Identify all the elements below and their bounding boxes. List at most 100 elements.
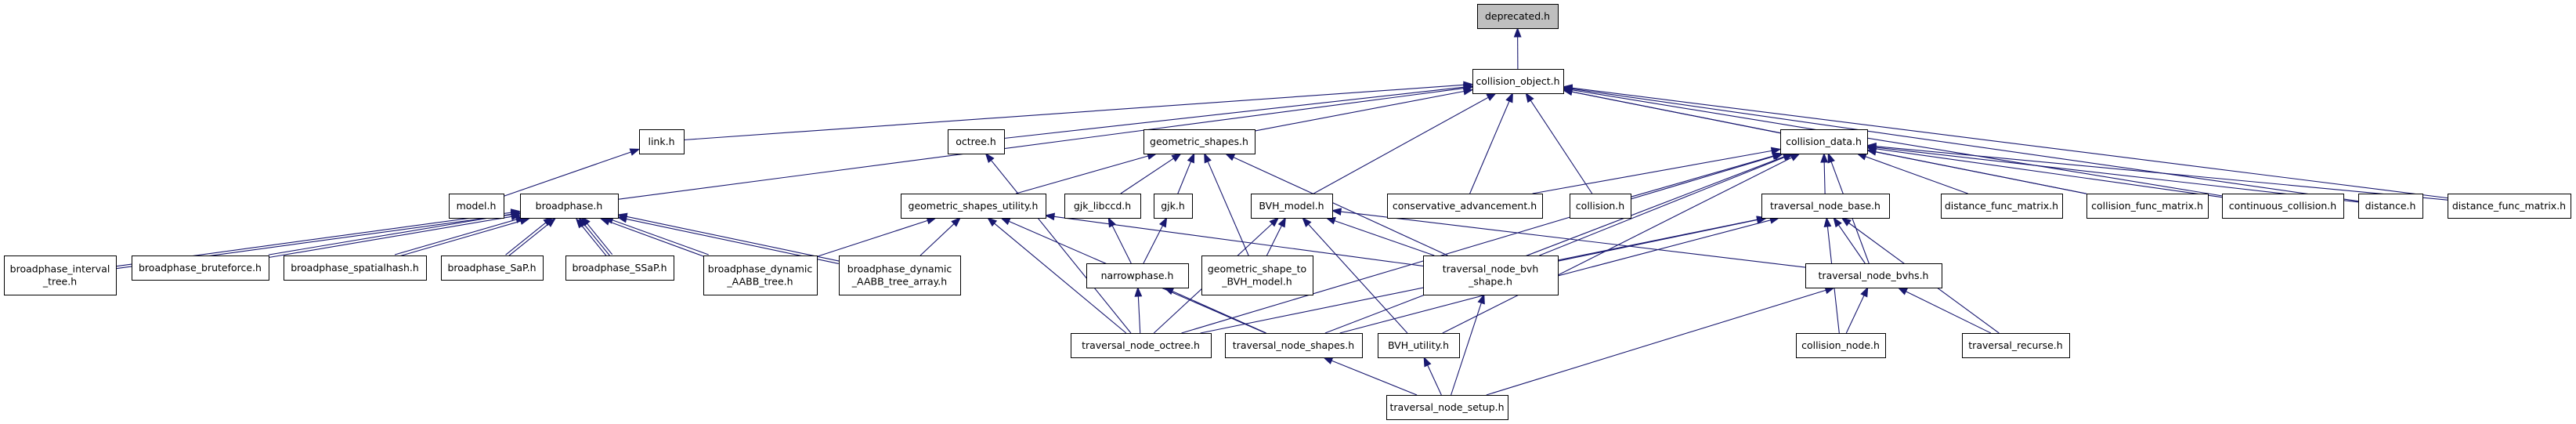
node-link[interactable]: link.h <box>639 129 685 154</box>
arrowhead-traversal_node_bvh_shape <box>1477 293 1485 305</box>
node-geometric-shape-to-bvh-model[interactable]: geometric_shape_to_BVH_model.h <box>1201 255 1313 295</box>
arrowhead-bvh_utility <box>1423 356 1432 368</box>
node-box <box>441 255 544 281</box>
node-box <box>1071 333 1212 358</box>
arrowhead-geometric_shapes <box>1187 152 1195 164</box>
node-traversal-node-bvhs[interactable]: traversal_node_bvhs.h <box>1805 263 1942 288</box>
node-traversal-node-base[interactable]: traversal_node_base.h <box>1761 194 1890 219</box>
edge-traversal_node_bvh_shape-to-collision_data <box>1539 156 1786 256</box>
node-traversal-recurse[interactable]: traversal_recurse.h <box>1962 333 2070 358</box>
node-collision-object[interactable]: collision_object.h <box>1472 69 1564 94</box>
node-label: distance_func_matrix.h <box>2452 200 2566 212</box>
node-distance-func-matrix2[interactable]: distance_func_matrix.h <box>2448 194 2571 219</box>
node-label: collision_object.h <box>1476 75 1559 87</box>
node-label: collision_data.h <box>1786 136 1862 147</box>
node-label: geometric_shapes_utility.h <box>909 200 1039 212</box>
node-label: traversal_node_shapes.h <box>1233 339 1354 351</box>
node-conservative-advancement[interactable]: conservative_advancement.h <box>1387 194 1543 219</box>
edge-distance-to-collision_object <box>1571 88 2359 202</box>
node-collision-data[interactable]: collision_data.h <box>1780 129 1868 154</box>
node-label: broadphase_SSaP.h <box>572 262 667 274</box>
node-box <box>1570 194 1631 219</box>
node-broadphase-spatialhash[interactable]: broadphase_spatialhash.h <box>284 255 427 281</box>
node-broadphase-ssap[interactable]: broadphase_SSaP.h <box>565 255 674 281</box>
edge-broadphase-to-collision_object <box>617 87 1465 200</box>
node-box <box>449 194 504 219</box>
node-box <box>1086 263 1189 288</box>
edge-broadphase_ssap-to-broadphase <box>587 223 613 255</box>
node-label: broadphase_SaP.h <box>447 262 536 274</box>
node-box <box>1378 333 1460 358</box>
node-traversal-node-octree[interactable]: traversal_node_octree.h <box>1071 333 1212 358</box>
edge-traversal_node_bvh_shape-to-bvh_model <box>1334 220 1435 256</box>
node-box <box>565 255 674 281</box>
node-box <box>1423 255 1559 295</box>
edge-geometric_shape_to_bvh_model-to-bvh_model <box>1266 225 1282 256</box>
node-bvh-utility[interactable]: BVH_utility.h <box>1378 333 1460 358</box>
node-bvh-model[interactable]: BVH_model.h <box>1251 194 1333 219</box>
edge-continuous_collision-to-collision_data <box>1875 148 2223 198</box>
node-broadphase-dynamic-aabb-tree[interactable]: broadphase_dynamic_AABB_tree.h <box>703 255 818 295</box>
node-deprecated[interactable]: deprecated.h <box>1477 4 1559 29</box>
edge-conservative_advancement-to-collision_object <box>1469 100 1510 194</box>
edge-broadphase_ssap-to-broadphase <box>581 225 608 257</box>
node-label: octree.h <box>956 136 996 147</box>
edge-broadphase_dynamic_aabb_tree-to-broadphase <box>612 219 709 255</box>
node-collision-func-matrix[interactable]: collision_func_matrix.h <box>2086 194 2209 219</box>
node-box <box>948 129 1005 154</box>
node-broadphase-dynamic-aabb-tree-array[interactable]: broadphase_dynamic_AABB_tree_array.h <box>839 255 961 295</box>
arrowhead-bvh_model <box>1277 216 1286 228</box>
node-collision[interactable]: collision.h <box>1570 194 1631 219</box>
arrowhead-narrowphase <box>1134 286 1143 297</box>
edge-broadphase_dynamic_aabb_tree-to-geometric_shapes_utility <box>816 219 928 257</box>
node-broadphase-interval-tree[interactable]: broadphase_interval_tree.h <box>4 255 117 295</box>
node-continuous-collision[interactable]: continuous_collision.h <box>2222 194 2344 219</box>
node-layer: deprecated.h collision_object.h link.h octr… <box>4 4 2571 420</box>
node-narrowphase[interactable]: narrowphase.h <box>1086 263 1189 288</box>
node-broadphase-sap[interactable]: broadphase_SaP.h <box>441 255 544 281</box>
node-label: conservative_advancement.h <box>1393 200 1537 212</box>
node-box <box>1386 395 1508 420</box>
node-label: _tree.h <box>42 276 77 288</box>
node-geometric-shapes-utility[interactable]: geometric_shapes_utility.h <box>901 194 1046 219</box>
edge-traversal_node_bvhs-to-traversal_node_base <box>1838 224 1866 264</box>
node-label: broadphase_dynamic <box>847 263 952 275</box>
arrowhead-bvh_model <box>1269 217 1280 227</box>
node-label: broadphase_dynamic <box>708 263 813 275</box>
node-model[interactable]: model.h <box>449 194 504 219</box>
arrowhead-geometric_shapes <box>1224 153 1236 161</box>
edge-distance-to-collision_data <box>1875 147 2359 203</box>
node-box <box>1805 263 1942 288</box>
node-traversal-node-shapes[interactable]: traversal_node_shapes.h <box>1225 333 1363 358</box>
node-box <box>2222 194 2344 219</box>
node-broadphase[interactable]: broadphase.h <box>520 194 619 219</box>
node-label: link.h <box>648 136 674 147</box>
node-distance-func-matrix[interactable]: distance_func_matrix.h <box>1941 194 2063 219</box>
node-box <box>901 194 1046 219</box>
node-label: distance_func_matrix.h <box>1945 200 2058 212</box>
node-box <box>839 255 961 295</box>
arrowhead-geometric_shapes_utility <box>1044 212 1056 221</box>
node-octree[interactable]: octree.h <box>948 129 1005 154</box>
node-traversal-node-bvh-shape[interactable]: traversal_node_bvh_shape.h <box>1423 255 1559 295</box>
arrowhead-collision_data <box>1827 152 1835 164</box>
node-broadphase-bruteforce[interactable]: broadphase_bruteforce.h <box>132 255 269 281</box>
node-label: traversal_node_octree.h <box>1082 339 1200 351</box>
node-collision-node[interactable]: collision_node.h <box>1796 333 1886 358</box>
node-geometric-shapes[interactable]: geometric_shapes.h <box>1143 129 1255 154</box>
arrowhead-collision_data <box>1820 152 1829 163</box>
node-box <box>1780 129 1868 154</box>
arrowhead-geometric_shapes_utility <box>951 217 962 227</box>
node-gjk[interactable]: gjk.h <box>1154 194 1193 219</box>
edge-layer <box>115 27 2448 396</box>
edge-bvh_utility-to-bvh_model <box>1308 223 1408 334</box>
edge-bvh_model-to-collision_object <box>1313 96 1489 194</box>
node-traversal-node-setup[interactable]: traversal_node_setup.h <box>1386 395 1508 420</box>
node-box <box>1201 255 1313 295</box>
edge-traversal_node_setup-to-traversal_node_shapes <box>1331 360 1418 396</box>
node-gjk-libccd[interactable]: gjk_libccd.h <box>1064 194 1141 219</box>
edge-traversal_node_octree-to-geometric_shapes_utility <box>994 223 1127 334</box>
node-distance[interactable]: distance.h <box>2358 194 2423 219</box>
edge-gjk_libccd-to-geometric_shapes <box>1120 158 1174 194</box>
edge-conservative_advancement-to-collision_data <box>1532 150 1772 194</box>
